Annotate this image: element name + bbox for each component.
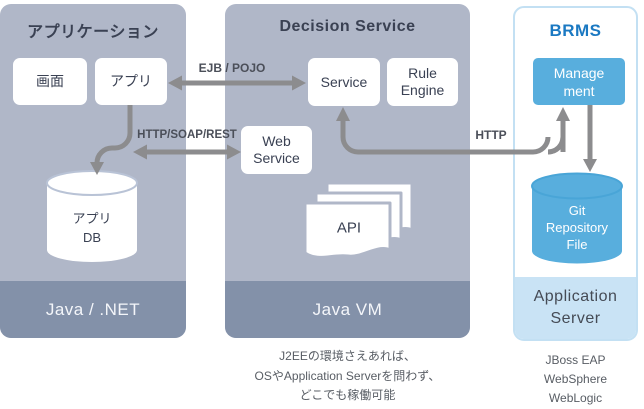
web-service-label-line: Service: [253, 150, 300, 166]
note-line: JBoss EAP: [545, 353, 606, 367]
brms-title: BRMS: [549, 21, 602, 40]
app-box-label: アプリ: [110, 73, 152, 89]
service-box-label: Service: [320, 73, 368, 90]
api-label: API: [336, 219, 362, 237]
git-repository-label-line: Git: [568, 203, 586, 218]
application-server-footer: Application Server: [515, 277, 636, 339]
application-footer: Java / .NET: [0, 281, 186, 338]
http-soap-rest-label: HTTP/SOAP/REST: [137, 129, 237, 141]
note-line: WebSphere: [543, 372, 608, 386]
rule-engine-label-line: Rule: [408, 65, 437, 81]
web-service-box: Web Service: [241, 126, 312, 174]
git-repository-label: Git Repository File: [532, 202, 622, 253]
decision-service-panel: Decision Service Service Rule Engine Web…: [225, 4, 470, 338]
note-line: どこでも稼働可能: [299, 388, 396, 402]
git-repository-label-line: File: [566, 237, 588, 252]
rule-engine-box: Rule Engine: [387, 58, 458, 106]
app-box: アプリ: [95, 58, 167, 105]
screen-box: 画面: [13, 58, 87, 105]
web-service-label-line: Web: [262, 133, 291, 149]
decision-footer: Java VM: [225, 281, 470, 338]
application-server-footer-line: Application: [533, 288, 618, 305]
brms-note: JBoss EAP WebSphere WebLogic: [513, 351, 638, 408]
ejb-pojo-label: EJB / POJO: [198, 61, 266, 75]
rule-engine-label-line: Engine: [400, 82, 445, 98]
decision-note: J2EEの環境さえあれば、 OSやApplication Serverを問わず、…: [225, 347, 470, 406]
git-repository-label-line: Repository: [545, 220, 609, 235]
note-line: J2EEの環境さえあれば、: [279, 349, 416, 363]
service-box: Service: [308, 58, 380, 106]
application-server-footer-line: Server: [550, 310, 601, 327]
app-db-label: アプリ DB: [47, 209, 137, 247]
note-line: OSやApplication Serverを問わず、: [254, 368, 441, 383]
management-label-line: ment: [563, 82, 595, 99]
decision-footer-label: Java VM: [312, 299, 383, 319]
app-db-label-line: DB: [82, 230, 102, 245]
brms-panel: BRMS Manage ment Application Server: [513, 6, 638, 341]
decision-service-title: Decision Service: [279, 18, 416, 35]
app-db-label-line: アプリ: [72, 211, 112, 226]
management-box: Manage ment: [533, 58, 625, 105]
application-footer-label: Java / .NET: [45, 299, 141, 319]
http-label: HTTP: [475, 128, 507, 142]
screen-box-label: 画面: [36, 73, 64, 89]
application-panel: アプリケーション 画面 アプリ Java / .NET: [0, 4, 186, 338]
note-line: WebLogic: [548, 391, 603, 405]
application-panel-title: アプリケーション: [27, 24, 159, 41]
management-label-line: Manage: [553, 64, 605, 81]
